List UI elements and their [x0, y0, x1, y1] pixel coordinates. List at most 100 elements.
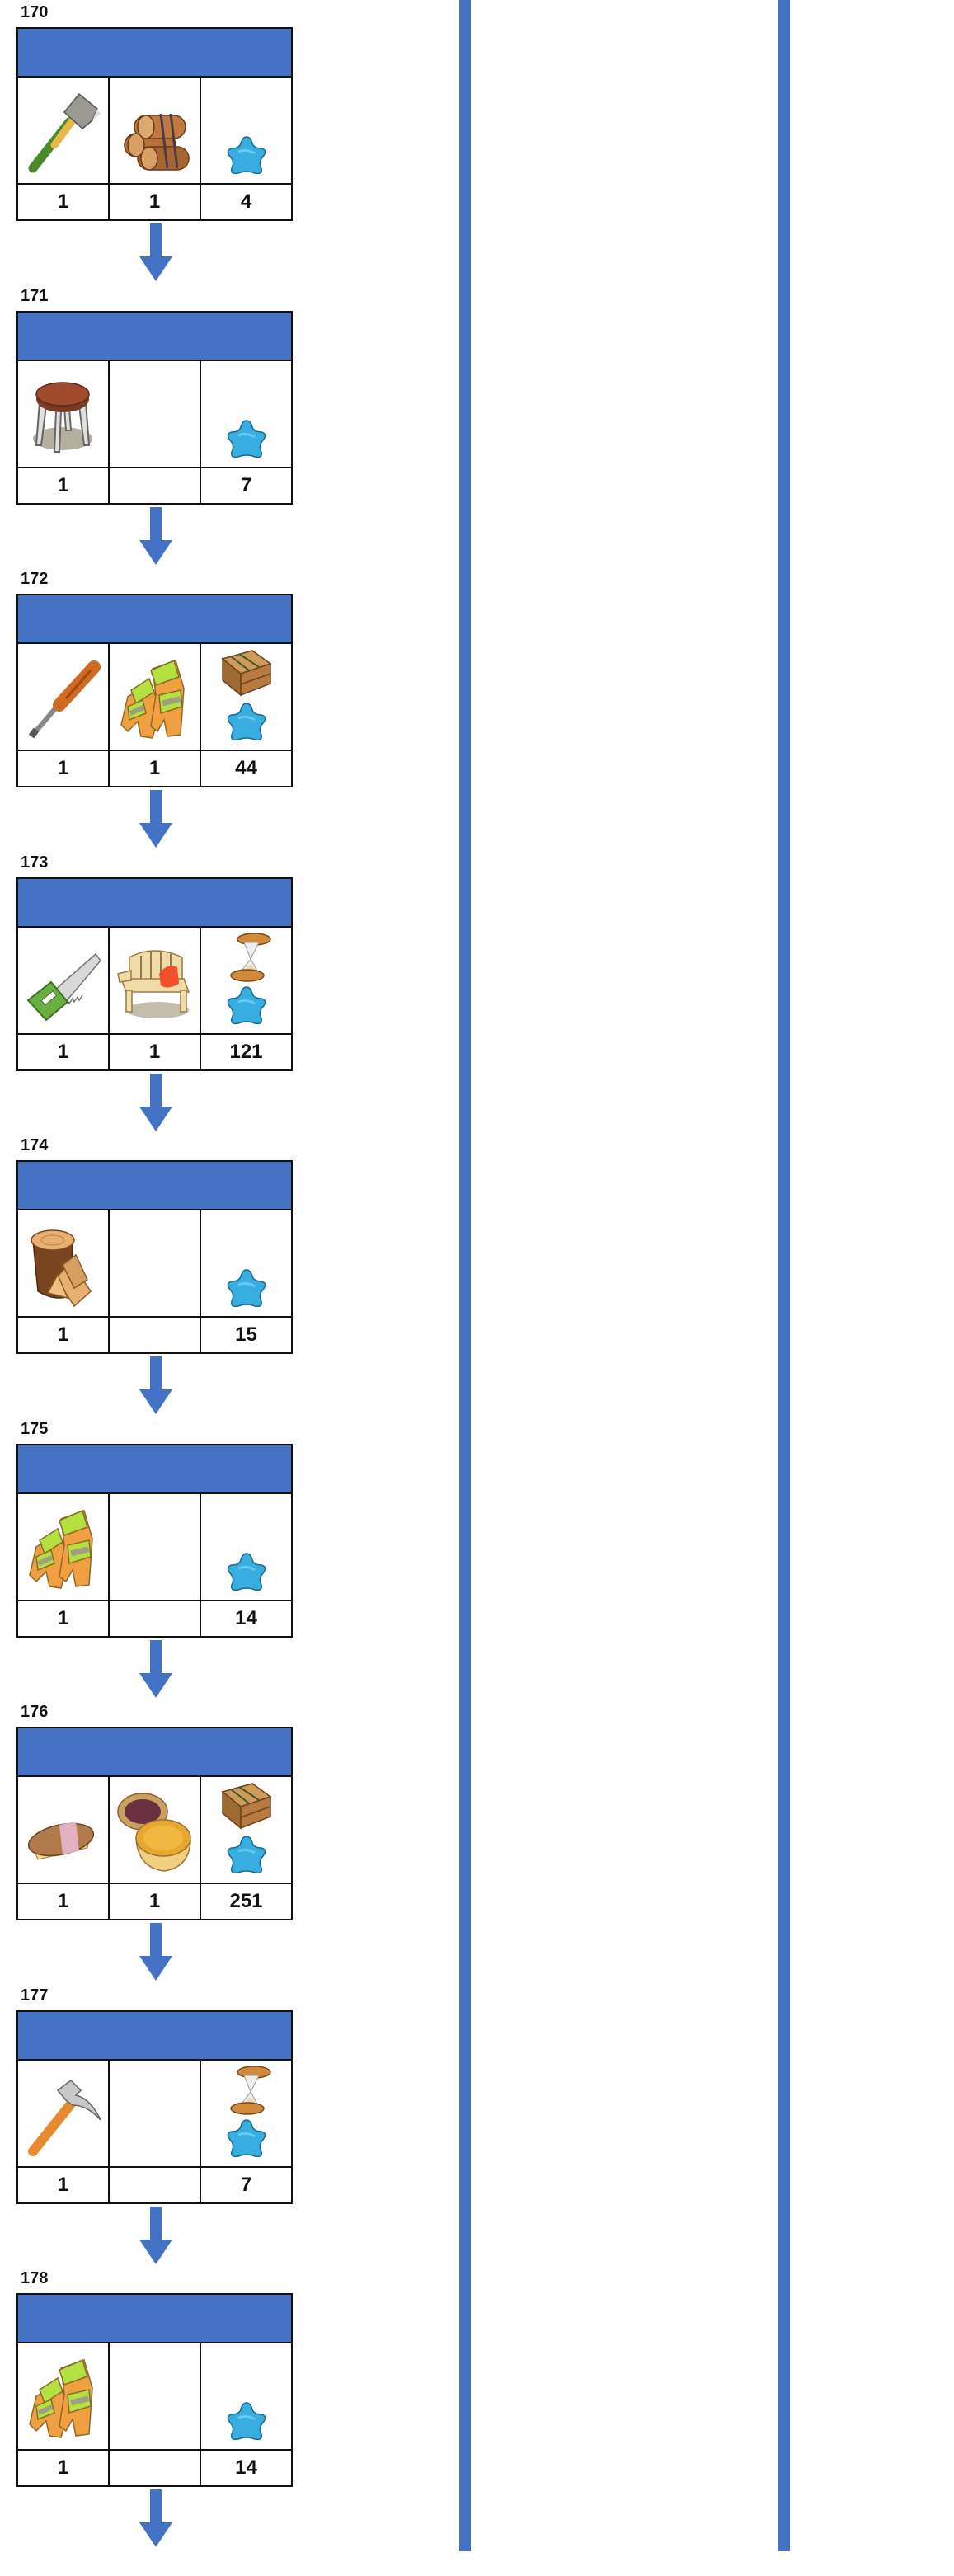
reward-cell: [201, 1210, 291, 1316]
step-header-bar: [18, 1162, 291, 1210]
item-cell: [110, 644, 201, 750]
item-cell: [18, 2343, 110, 2449]
reward-cell: [201, 2343, 291, 2449]
item-cell: [18, 644, 110, 750]
item-cell: [18, 78, 110, 183]
reward-quantity: 7: [240, 473, 252, 496]
screwdriver-icon: [21, 649, 104, 745]
item-image-row: [18, 1210, 291, 1318]
blue-star-icon: [223, 2398, 270, 2444]
item-image-row: [18, 1493, 291, 1601]
item-quantity: [110, 2167, 201, 2202]
item-quantity: 1: [110, 185, 201, 219]
reward-cell: [201, 2061, 291, 2166]
reward-cell: [201, 1494, 291, 1600]
step-number: 175: [21, 1419, 49, 1438]
item-quantity: 1: [18, 468, 110, 503]
arrow-down-icon: [139, 1639, 172, 1699]
item-quantity: 1: [18, 1034, 110, 1069]
item-image-row: [18, 360, 291, 468]
work-gloves-icon: [21, 1499, 104, 1595]
item-cell: [110, 78, 201, 183]
reward-quantity: 14: [235, 1606, 257, 1629]
item-cell: [110, 1777, 201, 1883]
step-header-bar: [18, 878, 291, 928]
hourglass-icon: [219, 2064, 274, 2115]
step-block: 171 1 7: [0, 287, 313, 594]
step-number: 176: [21, 1703, 49, 1721]
item-cell: [110, 1493, 201, 1600]
item-quantity: [110, 1318, 201, 1352]
item-cell: [18, 360, 110, 467]
arrow-down-icon: [139, 1923, 172, 1982]
item-quantity: 1: [18, 1884, 110, 1919]
scrub-brush-icon: [21, 1782, 104, 1878]
item-cell: [18, 1777, 110, 1883]
item-image-row: [18, 1777, 291, 1884]
item-image-row: [18, 2343, 291, 2451]
arrow-down-icon: [139, 223, 172, 283]
wooden-crate-icon: [219, 1780, 274, 1831]
step-table: 1 14: [16, 1443, 293, 1638]
item-image-row: [18, 927, 291, 1035]
blue-star-icon: [223, 1549, 270, 1595]
reward-quantity: 44: [235, 757, 257, 779]
reward-quantity: 251: [229, 1890, 263, 1912]
work-gloves-icon: [113, 649, 195, 745]
arrow-down-icon: [139, 2206, 172, 2266]
item-image-row: [18, 644, 291, 751]
item-cell: [18, 1210, 110, 1316]
item-cell: [110, 360, 201, 467]
item-cell: [110, 1210, 201, 1316]
item-cell: [18, 2060, 110, 2166]
item-image-row: [18, 2060, 291, 2168]
hand-saw-icon: [21, 933, 104, 1028]
item-quantity: 1: [18, 185, 110, 219]
item-quantity: 1: [18, 2451, 110, 2485]
step-number: 173: [21, 853, 49, 872]
blue-star-icon: [223, 1265, 270, 1311]
arrow-down-icon: [139, 1356, 172, 1416]
arrow-down-icon: [139, 2489, 172, 2549]
wooden-crate-icon: [219, 647, 274, 698]
reward-quantity: 15: [235, 1323, 257, 1346]
step-number: 171: [21, 286, 49, 305]
step-header-bar: [18, 2295, 291, 2343]
wax-tin-icon: [113, 1782, 195, 1878]
item-quantity: 1: [18, 751, 110, 786]
step-number: 177: [21, 1986, 49, 2005]
reward-cell: [201, 78, 291, 183]
item-quantity: 1: [18, 1601, 110, 1636]
reward-cell: [201, 644, 291, 750]
item-quantity: 1: [110, 1034, 201, 1069]
item-cell: [110, 2060, 201, 2166]
item-quantity: 1: [18, 2167, 110, 2202]
item-quantity: [110, 1601, 201, 1636]
blue-star-icon: [223, 698, 270, 745]
reward-cell: [201, 361, 291, 467]
axe-icon: [21, 82, 104, 178]
item-cell: [18, 927, 110, 1033]
reward-quantity: 121: [229, 1040, 263, 1063]
reward-cell: [201, 928, 291, 1033]
divider-line-right: [778, 0, 790, 2551]
blue-star-icon: [223, 416, 270, 462]
